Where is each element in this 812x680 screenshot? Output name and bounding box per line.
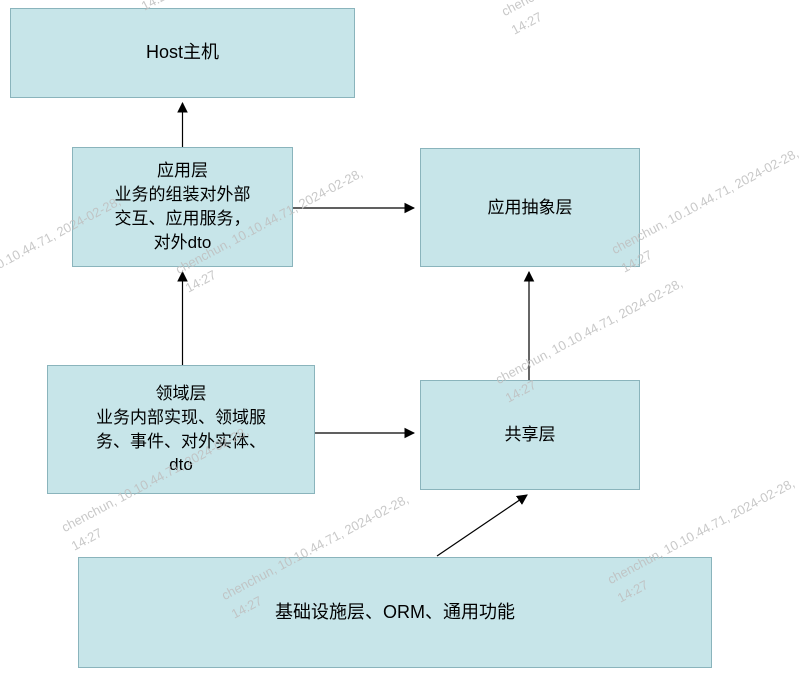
node-application-layer-label: 应用层 业务的组装对外部 交互、应用服务， 对外dto: [114, 161, 251, 252]
node-host[interactable]: Host主机: [10, 8, 355, 98]
node-application-abstraction-layer-label: 应用抽象层: [487, 197, 573, 217]
node-shared-layer-label: 共享层: [504, 425, 556, 445]
node-infrastructure-layer[interactable]: 基础设施层、ORM、通用功能: [78, 557, 712, 668]
arrow-infra-to-shared: [436, 494, 528, 557]
node-host-label: Host主机: [145, 42, 219, 63]
node-shared-layer[interactable]: 共享层: [420, 380, 640, 490]
node-infrastructure-layer-label: 基础设施层、ORM、通用功能: [275, 601, 515, 622]
node-application-layer[interactable]: 应用层 业务的组装对外部 交互、应用服务， 对外dto: [72, 147, 293, 267]
node-application-abstraction-layer[interactable]: 应用抽象层: [420, 148, 640, 267]
node-domain-layer[interactable]: 领域层 业务内部实现、领域服 务、事件、对外实体、 dto: [47, 365, 315, 494]
watermark-text: chenchun, 10.10.44.71, 2024-02-28,14:27: [499, 0, 691, 38]
node-domain-layer-label: 领域层 业务内部实现、领域服 务、事件、对外实体、 dto: [96, 383, 266, 475]
